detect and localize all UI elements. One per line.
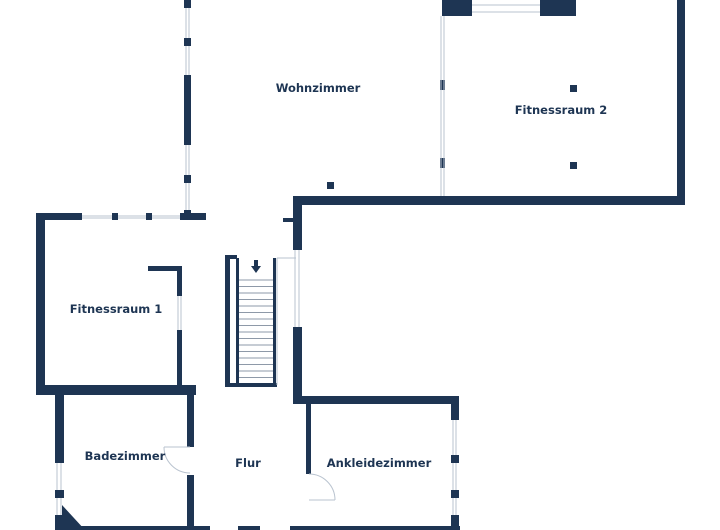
wall-segment bbox=[225, 255, 237, 259]
room-label-fitnessraum-1: Fitnessraum 1 bbox=[70, 302, 163, 316]
wall-segment bbox=[184, 38, 191, 46]
wall-segment bbox=[225, 383, 277, 387]
room-label-wohnzimmer: Wohnzimmer bbox=[276, 81, 361, 95]
wall-segment bbox=[184, 0, 191, 8]
wall-segment bbox=[327, 182, 334, 189]
stair-direction-arrow-stem bbox=[254, 260, 258, 267]
wall-corner-detail bbox=[62, 505, 85, 530]
wall-segment bbox=[177, 330, 182, 388]
wall-segment bbox=[36, 385, 196, 395]
wall-segment bbox=[440, 80, 445, 90]
room-label-fitnessraum-2: Fitnessraum 2 bbox=[515, 103, 608, 117]
door-swing bbox=[308, 473, 336, 501]
wall-segment bbox=[283, 218, 293, 222]
wall-segment bbox=[36, 213, 45, 395]
wall-segment bbox=[290, 526, 460, 530]
stair-direction-arrow-icon bbox=[251, 266, 261, 273]
wall-segment bbox=[677, 0, 685, 205]
wall-segment bbox=[180, 213, 206, 220]
wall-segment bbox=[306, 404, 311, 474]
wall-segment bbox=[225, 255, 230, 385]
wall-segment bbox=[184, 175, 191, 183]
wall-segment bbox=[55, 490, 64, 498]
wall-segment bbox=[570, 85, 577, 92]
door-swing bbox=[163, 446, 191, 474]
wall-segment bbox=[451, 455, 459, 463]
wall-segment bbox=[184, 75, 191, 145]
room-label-badezimmer: Badezimmer bbox=[85, 449, 166, 463]
wall-segment bbox=[146, 213, 152, 220]
wall-segment bbox=[451, 490, 459, 498]
wall-segment bbox=[293, 196, 685, 205]
wall-segment bbox=[442, 0, 472, 16]
windows bbox=[56, 4, 540, 515]
wall-segment bbox=[238, 526, 260, 530]
walls bbox=[36, 0, 685, 530]
wall-segment bbox=[570, 162, 577, 169]
room-labels: Wohnzimmer Fitnessraum 2 Fitnessraum 1 B… bbox=[70, 81, 608, 470]
wall-segment bbox=[55, 385, 64, 463]
wall-segment bbox=[187, 385, 194, 447]
room-label-flur: Flur bbox=[235, 456, 261, 470]
wall-segment bbox=[55, 526, 210, 530]
room-label-ankleidezimmer: Ankleidezimmer bbox=[327, 456, 432, 470]
wall-segment bbox=[293, 327, 302, 404]
wall-segment bbox=[148, 266, 182, 271]
wall-segment bbox=[293, 196, 302, 250]
wall-segment bbox=[36, 213, 82, 220]
wall-segment bbox=[187, 475, 194, 530]
wall-segment bbox=[55, 515, 64, 530]
stair-stringer-left bbox=[236, 258, 239, 385]
doors bbox=[163, 446, 336, 501]
staircase bbox=[236, 258, 276, 385]
wall-segment bbox=[540, 0, 576, 16]
wall-segment bbox=[440, 158, 445, 168]
wall-segment bbox=[451, 396, 459, 420]
stair-stringer-right bbox=[273, 258, 276, 385]
wall-segment bbox=[112, 213, 118, 220]
wall-segment bbox=[293, 396, 458, 404]
wall-segment bbox=[451, 515, 459, 530]
wall-segment bbox=[177, 266, 182, 296]
